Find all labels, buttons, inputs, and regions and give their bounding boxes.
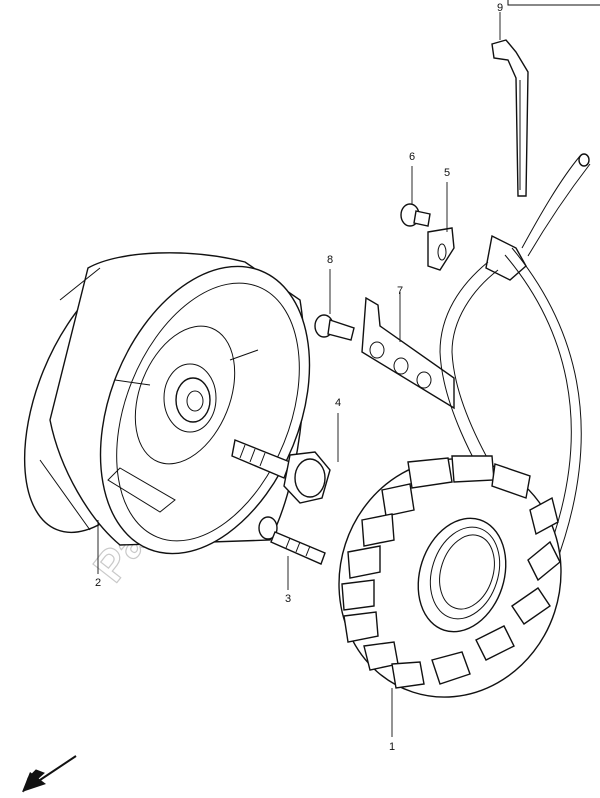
callout-9: 9 — [497, 2, 503, 14]
callout-4: 4 — [335, 397, 341, 409]
flywheel-rotor — [23, 252, 311, 555]
callout-7: 7 — [397, 285, 403, 297]
wiring-harness — [439, 153, 591, 567]
front-arrow-icon — [22, 755, 77, 793]
stator-screw — [258, 516, 326, 565]
rotor-bolt — [231, 439, 331, 504]
callout-1: 1 — [389, 741, 395, 753]
stator-coil — [338, 455, 562, 698]
callout-6: 6 — [409, 151, 415, 163]
lead-plate — [361, 296, 455, 410]
callout-3: 3 — [285, 593, 291, 605]
callout-8: 8 — [327, 254, 333, 266]
leader-lines — [97, 12, 501, 737]
clamp-screw — [400, 203, 431, 227]
stator-poles — [341, 455, 561, 689]
plate-screw — [314, 314, 355, 341]
callout-2: 2 — [95, 577, 101, 589]
frame-corner — [507, 0, 600, 6]
callouts: 1 2 3 4 5 6 7 8 9 — [95, 2, 503, 753]
wire-clamp — [427, 227, 455, 271]
cable-tie — [491, 39, 529, 197]
callout-5: 5 — [444, 167, 450, 179]
